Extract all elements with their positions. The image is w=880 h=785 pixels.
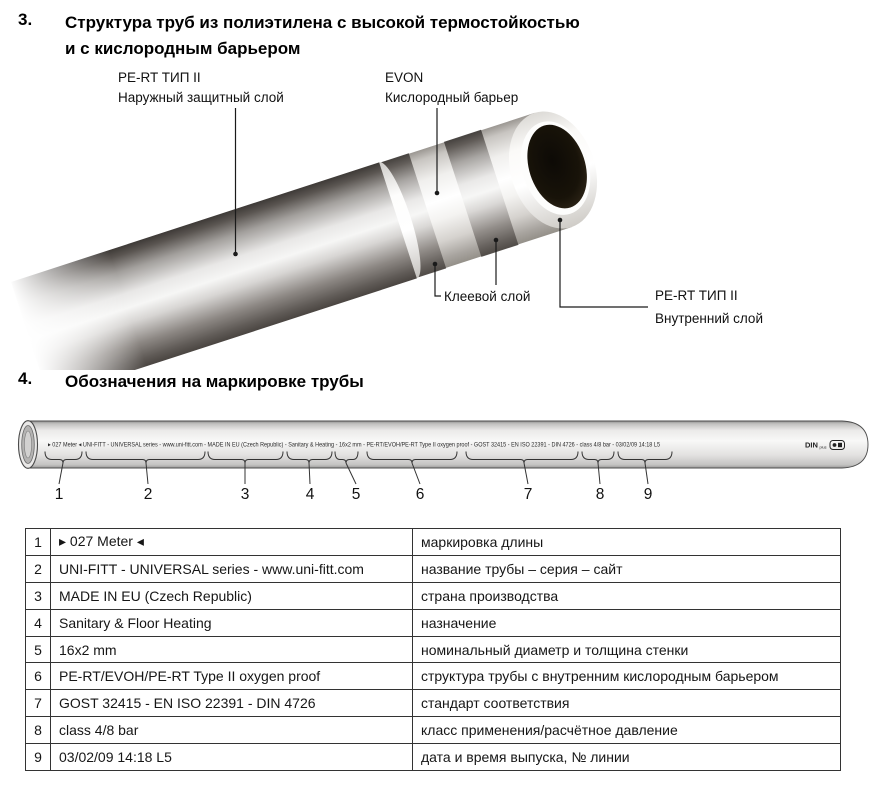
table-row: 6 PE-RT/EVOH/PE-RT Type II oxygen proof … [25, 662, 841, 691]
segment-leader-lines [58, 462, 649, 485]
inner-layer-pointer-line [559, 220, 648, 308]
marking-pipe-end-center [24, 430, 32, 459]
legend-row-num: 3 [25, 581, 51, 610]
legend-marking: class 4/8 bar [50, 716, 413, 745]
outer-layer-desc: Наружный защитный слой [118, 90, 284, 105]
legend-meaning: название трубы – серия – сайт [412, 554, 841, 583]
legend-meaning: класс применения/расчётное давление [412, 716, 841, 745]
label-inner-layer: PE-RT ТИП II Внутренний слой [655, 284, 763, 330]
table-row: 1 ▸ 027 Meter ◂ маркировка длины [25, 528, 841, 556]
adhesive-dot-1 [432, 261, 438, 267]
legend-row-num: 9 [25, 743, 51, 772]
section3-title-line1: Структура труб из полиэтилена с высокой … [65, 13, 580, 32]
pointer-number-9: 9 [643, 486, 653, 503]
legend-marking: GOST 32415 - EN ISO 22391 - DIN 4726 [50, 689, 413, 718]
legend-marking: Sanitary & Floor Heating [50, 608, 413, 637]
section4-title: Обозначения на маркировке трубы [65, 372, 364, 391]
pipe-cutaway [8, 111, 598, 370]
table-row: 3 MADE IN EU (Czech Republic) страна про… [25, 581, 841, 610]
pointer-number-7: 7 [523, 486, 533, 503]
leader-line-5 [345, 462, 357, 485]
outer-layer-name: PE-RT ТИП II [118, 70, 201, 85]
pointer-dots [233, 190, 563, 267]
legend-meaning: назначение [412, 608, 841, 637]
table-row: 9 03/02/09 14:18 L5 дата и время выпуска… [25, 743, 841, 772]
legend-row-num: 6 [25, 662, 51, 691]
table-row: 4 Sanitary & Floor Heating назначение [25, 608, 841, 637]
table-row: 8 class 4/8 bar класс применения/расчётн… [25, 716, 841, 745]
legend-row-num: 1 [25, 528, 51, 556]
pointer-number-6: 6 [415, 486, 425, 503]
certification-logos: DIN plus [805, 440, 845, 450]
inner-layer-name: PE-RT ТИП II [655, 288, 738, 303]
legend-meaning: маркировка длины [412, 528, 841, 556]
legend-marking: 03/02/09 14:18 L5 [50, 743, 413, 772]
legend-row-num: 4 [25, 608, 51, 637]
pointer-number-3: 3 [240, 486, 250, 503]
pointer-number-8: 8 [595, 486, 605, 503]
pipe-marking-illustration: ▸ 027 Meter ◂ UNI-FITT - UNIVERSAL serie… [17, 420, 869, 485]
section4-number: 4. [18, 369, 33, 388]
legend-meaning: структура трубы с внутренним кислородным… [412, 662, 841, 691]
dinplus-logo-sub: plus [820, 446, 827, 450]
pipe-adhesive-band-2 [443, 129, 519, 257]
legend-meaning: номинальный диаметр и толщина стенки [412, 635, 841, 664]
dinplus-logo: DIN [805, 441, 818, 450]
marking-legend-table: 1 ▸ 027 Meter ◂ маркировка длины 2 UNI-F… [25, 528, 841, 772]
pointer-lines [234, 108, 648, 308]
leader-line-4 [308, 462, 311, 485]
legend-marking: ▸ 027 Meter ◂ [50, 528, 413, 556]
legend-meaning: стандарт соответствия [412, 689, 841, 718]
section3-title: Структура труб из полиэтилена с высокой … [65, 10, 580, 62]
legend-row-num: 7 [25, 689, 51, 718]
table-row: 7 GOST 32415 - EN ISO 22391 - DIN 4726 с… [25, 689, 841, 718]
legend-marking: UNI-FITT - UNIVERSAL series - www.uni-fi… [50, 554, 413, 583]
certification-mark-bar [838, 442, 842, 448]
legend-meaning: страна производства [412, 581, 841, 610]
section3-header: 3. Структура труб из полиэтилена с высок… [18, 10, 580, 62]
leader-line-6 [411, 462, 421, 485]
certification-mark-icon [829, 440, 845, 450]
adhesive-pointer-line-1 [434, 264, 441, 297]
pointer-number-1: 1 [54, 486, 64, 503]
leader-line-2 [145, 462, 149, 485]
legend-row-num: 2 [25, 554, 51, 583]
label-outer-layer: PE-RT ТИП II Наружный защитный слой [118, 68, 284, 108]
leader-line-8 [597, 462, 601, 485]
legend-row-num: 5 [25, 635, 51, 664]
pipe-end-hole [527, 124, 587, 209]
legend-marking: 16x2 mm [50, 635, 413, 664]
pipe-marking-text: ▸ 027 Meter ◂ UNI-FITT - UNIVERSAL serie… [48, 442, 660, 449]
leader-line-9 [644, 462, 649, 485]
oxygen-barrier-desc: Кислородный барьер [385, 90, 519, 105]
oxygen-barrier-dot [434, 190, 440, 196]
pointer-number-4: 4 [305, 486, 315, 503]
leader-line-1 [58, 462, 64, 485]
table-row: 2 UNI-FITT - UNIVERSAL series - www.uni-… [25, 554, 841, 583]
section4-header: 4. Обозначения на маркировке трубы [18, 369, 364, 395]
outer-layer-dot [233, 251, 238, 257]
legend-marking: PE-RT/EVOH/PE-RT Type II oxygen proof [50, 662, 413, 691]
legend-marking: MADE IN EU (Czech Republic) [50, 581, 413, 610]
pipe-structure-illustration [8, 108, 648, 370]
adhesive-layer-name: Клеевой слой [444, 289, 531, 304]
label-adhesive-layer: Клеевой слой [444, 287, 530, 307]
legend-meaning: дата и время выпуска, № линии [412, 743, 841, 772]
legend-row-num: 8 [25, 716, 51, 745]
pointer-number-5: 5 [351, 486, 361, 503]
section3-title-line2: и с кислородным барьером [65, 39, 301, 58]
adhesive-dot-2 [493, 237, 499, 243]
inner-layer-dot [557, 217, 563, 223]
leader-line-7 [523, 462, 529, 485]
marking-pipe-body [27, 420, 869, 469]
section3-number: 3. [18, 10, 33, 29]
certification-mark-dot [832, 443, 837, 447]
inner-layer-desc: Внутренний слой [655, 311, 763, 326]
table-row: 5 16x2 mm номинальный диаметр и толщина … [25, 635, 841, 664]
pipe-left-fade [8, 248, 148, 370]
oxygen-barrier-name: EVON [385, 70, 424, 85]
label-oxygen-barrier: EVON Кислородный барьер [385, 68, 518, 108]
pointer-number-2: 2 [143, 486, 153, 503]
